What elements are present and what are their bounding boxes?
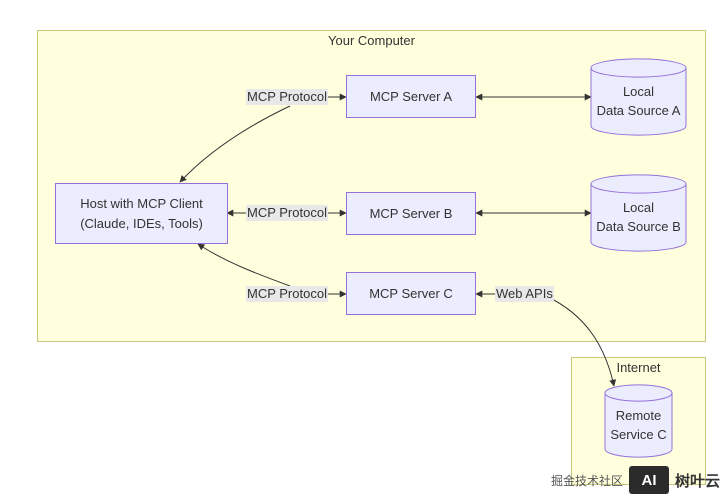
host-line-1: Host with MCP Client: [80, 195, 203, 211]
cylinder-shape-a: [590, 58, 687, 136]
watermark-source-text: 掘金技术社区: [550, 473, 623, 488]
node-local-data-source-a: Local Data Source A: [590, 58, 687, 136]
watermark: 掘金技术社区 AI 树叶云: [551, 466, 720, 494]
watermark-brand: 树叶云: [674, 472, 720, 490]
server-c-label: MCP Server C: [369, 285, 453, 301]
node-remote-service-c: Remote Service C: [604, 384, 673, 458]
cluster-internet: Internet: [571, 357, 706, 485]
cluster-title-internet: Internet: [616, 360, 661, 375]
edge-protocol-c-to-host: [197, 243, 291, 287]
remote-c-line-2: Service C: [610, 427, 667, 442]
server-b-label: MCP Server B: [369, 205, 453, 221]
edge-label-protocol-b: MCP Protocol: [246, 205, 328, 221]
node-mcp-server-a: MCP Server A: [346, 75, 476, 118]
edge-protocol-a-to-host: [179, 105, 291, 183]
node-host-mcp-client: Host with MCP Client (Claude, IDEs, Tool…: [55, 183, 228, 244]
cylinder-shape-b: [590, 174, 687, 252]
edge-web-apis-to-remote-c: [547, 296, 617, 387]
node-mcp-server-b: MCP Server B: [346, 192, 476, 235]
watermark-logo-icon: AI: [628, 466, 669, 494]
server-a-label: MCP Server A: [369, 88, 453, 104]
cluster-title-your-computer: Your Computer: [328, 33, 415, 48]
local-b-line-2: Data Source B: [596, 219, 681, 234]
edge-label-protocol-c: MCP Protocol: [246, 286, 328, 302]
remote-c-line-1: Remote: [615, 408, 662, 423]
local-a-line-2: Data Source A: [596, 103, 681, 118]
node-mcp-server-c: MCP Server C: [346, 272, 476, 315]
local-b-line-1: Local: [622, 200, 655, 215]
edge-label-web-apis: Web APIs: [495, 286, 554, 302]
host-line-2: (Claude, IDEs, Tools): [80, 215, 203, 231]
edge-label-protocol-a: MCP Protocol: [246, 89, 328, 105]
node-local-data-source-b: Local Data Source B: [590, 174, 687, 252]
local-a-line-1: Local: [622, 84, 655, 99]
cylinder-shape-remote: [604, 384, 673, 458]
